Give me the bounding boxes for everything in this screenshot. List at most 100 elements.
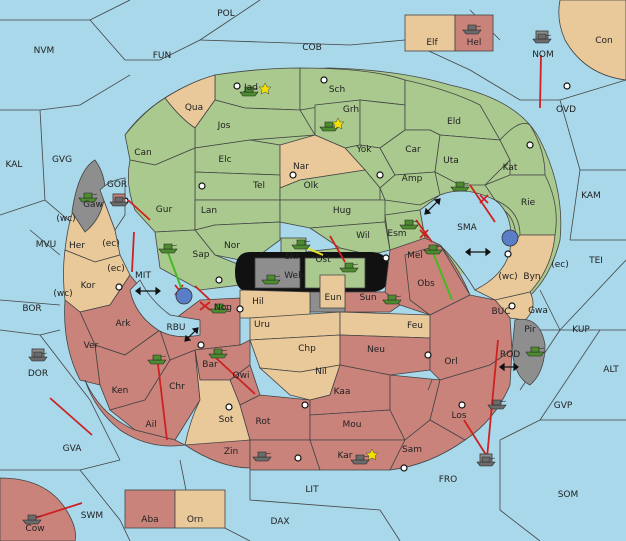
label-tel: Tel: [252, 181, 265, 191]
region-hil[interactable]: [239, 289, 311, 319]
region-gur[interactable]: [127, 147, 196, 233]
label-gvg: GVG: [52, 155, 72, 165]
label-ail: Ail: [145, 420, 156, 430]
border: [427, 379, 433, 391]
label-kaa: Kaa: [334, 387, 351, 397]
label-obs: Obs: [417, 279, 435, 289]
unit-gray-fleet-gor-south[interactable]: [109, 193, 129, 207]
label-aba: Aba: [141, 515, 158, 525]
label-pir: Pir: [524, 325, 536, 335]
label-rie: Rie: [521, 198, 536, 208]
region-sun[interactable]: [344, 291, 401, 313]
unit-green-fleet-bar[interactable]: [208, 348, 228, 359]
label-eun: Eun: [324, 293, 341, 303]
label-pol: POL: [217, 9, 235, 19]
unit-gray-fleet-fro-north[interactable]: [476, 453, 496, 467]
label-kup: KUP: [572, 325, 590, 335]
coast-label-wc-1: (wc): [56, 214, 75, 224]
coast-label-wc-2: (wc): [53, 289, 72, 299]
label-jos: Jos: [217, 121, 231, 131]
label-sam: Sam: [402, 445, 422, 455]
unit-green-fleet-ost[interactable]: [339, 262, 359, 273]
label-kor: Kor: [81, 281, 96, 291]
unit-green-fleet-mel[interactable]: [423, 244, 443, 255]
label-cow: Cow: [25, 524, 44, 534]
label-rot: Rot: [256, 417, 271, 427]
region-ail[interactable]: [84, 379, 187, 447]
label-bor: BOR: [22, 304, 41, 314]
unit-green-fleet-web[interactable]: [261, 274, 281, 285]
unit-green-fleet-nog[interactable]: [209, 303, 229, 314]
label-sma: SMA: [457, 223, 477, 233]
region-elf[interactable]: [404, 14, 456, 52]
unit-green-fleet-chr[interactable]: [147, 354, 167, 365]
region-aba[interactable]: [124, 489, 176, 529]
region-sot[interactable]: [184, 349, 251, 446]
unit-green-fleet-grh[interactable]: [319, 121, 339, 132]
unit-green-fleet-sap[interactable]: [158, 243, 178, 254]
sea-rbu[interactable]: [129, 279, 201, 338]
region-sam[interactable]: [389, 419, 466, 471]
unit-green-fleet-pir[interactable]: [525, 346, 545, 357]
label-buc: BUC: [491, 307, 510, 317]
region-can[interactable]: [124, 97, 196, 166]
label-yok: Yok: [355, 145, 372, 155]
label-nil: Nil: [315, 367, 327, 377]
unit-green-fleet-jad[interactable]: [239, 86, 259, 97]
label-orn: Orn: [187, 515, 203, 525]
label-qwi: Qwi: [233, 371, 250, 381]
label-zin: Zin: [224, 447, 238, 457]
unit-gray-fleet-kar[interactable]: [350, 454, 370, 465]
label-lan: Lan: [201, 206, 217, 216]
label-mel: Mel: [407, 251, 423, 261]
region-rot[interactable]: [239, 394, 311, 441]
unit-gray-fleet-hel[interactable]: [462, 24, 482, 35]
unit-gray-fleet-zin[interactable]: [252, 451, 272, 462]
region-eun[interactable]: [319, 274, 346, 309]
label-chr: Chr: [169, 382, 185, 392]
unit-gray-fleet-cow[interactable]: [22, 514, 42, 525]
dislodged-markers: [175, 229, 519, 305]
label-hel: Hel: [467, 38, 482, 48]
label-can: Can: [134, 148, 152, 158]
label-nom: NOM: [532, 50, 554, 60]
label-ken: Ken: [112, 386, 129, 396]
region-neu[interactable]: [339, 334, 431, 376]
label-som: SOM: [558, 490, 579, 500]
label-feu: Feu: [407, 321, 423, 331]
label-gur: Gur: [156, 205, 173, 215]
supply-centers: [115, 76, 571, 472]
label-ost: Ost: [315, 255, 331, 265]
unit-gray-fleet-los[interactable]: [487, 399, 507, 410]
label-kar: Kar: [338, 451, 353, 461]
label-rbu: RBU: [166, 323, 185, 333]
label-gvp: GVP: [554, 401, 573, 411]
label-mou: Mou: [343, 420, 362, 430]
label-mit: MIT: [135, 271, 151, 281]
label-rod: ROD: [500, 350, 520, 360]
region-con[interactable]: [558, 0, 626, 81]
coast-label-ec-1: (ec): [102, 239, 120, 249]
label-neu: Neu: [367, 345, 385, 355]
label-car: Car: [405, 145, 421, 155]
unit-gray-fleet-nom[interactable]: [532, 30, 552, 44]
region-orn[interactable]: [174, 489, 226, 529]
label-sap: Sap: [193, 250, 210, 260]
unit-green-fleet-skr[interactable]: [291, 239, 311, 250]
unit-green-fleet-esm[interactable]: [399, 219, 419, 230]
label-dor: DOR: [28, 369, 48, 379]
label-fro: FRO: [439, 475, 458, 485]
region-tel[interactable]: [194, 171, 281, 201]
unit-gray-fleet-dor[interactable]: [28, 348, 48, 362]
unit-green-fleet-gor[interactable]: [78, 192, 98, 203]
order-arrows-green: [166, 249, 453, 301]
label-fun: FUN: [153, 51, 172, 61]
coast-label-ec-2: (ec): [107, 264, 125, 274]
label-swm: SWM: [81, 511, 103, 521]
unit-green-fleet-uta[interactable]: [450, 181, 470, 192]
label-eld: Eld: [447, 117, 461, 127]
order-arrows-red: [34, 54, 542, 519]
unit-green-fleet-sun[interactable]: [382, 294, 402, 305]
